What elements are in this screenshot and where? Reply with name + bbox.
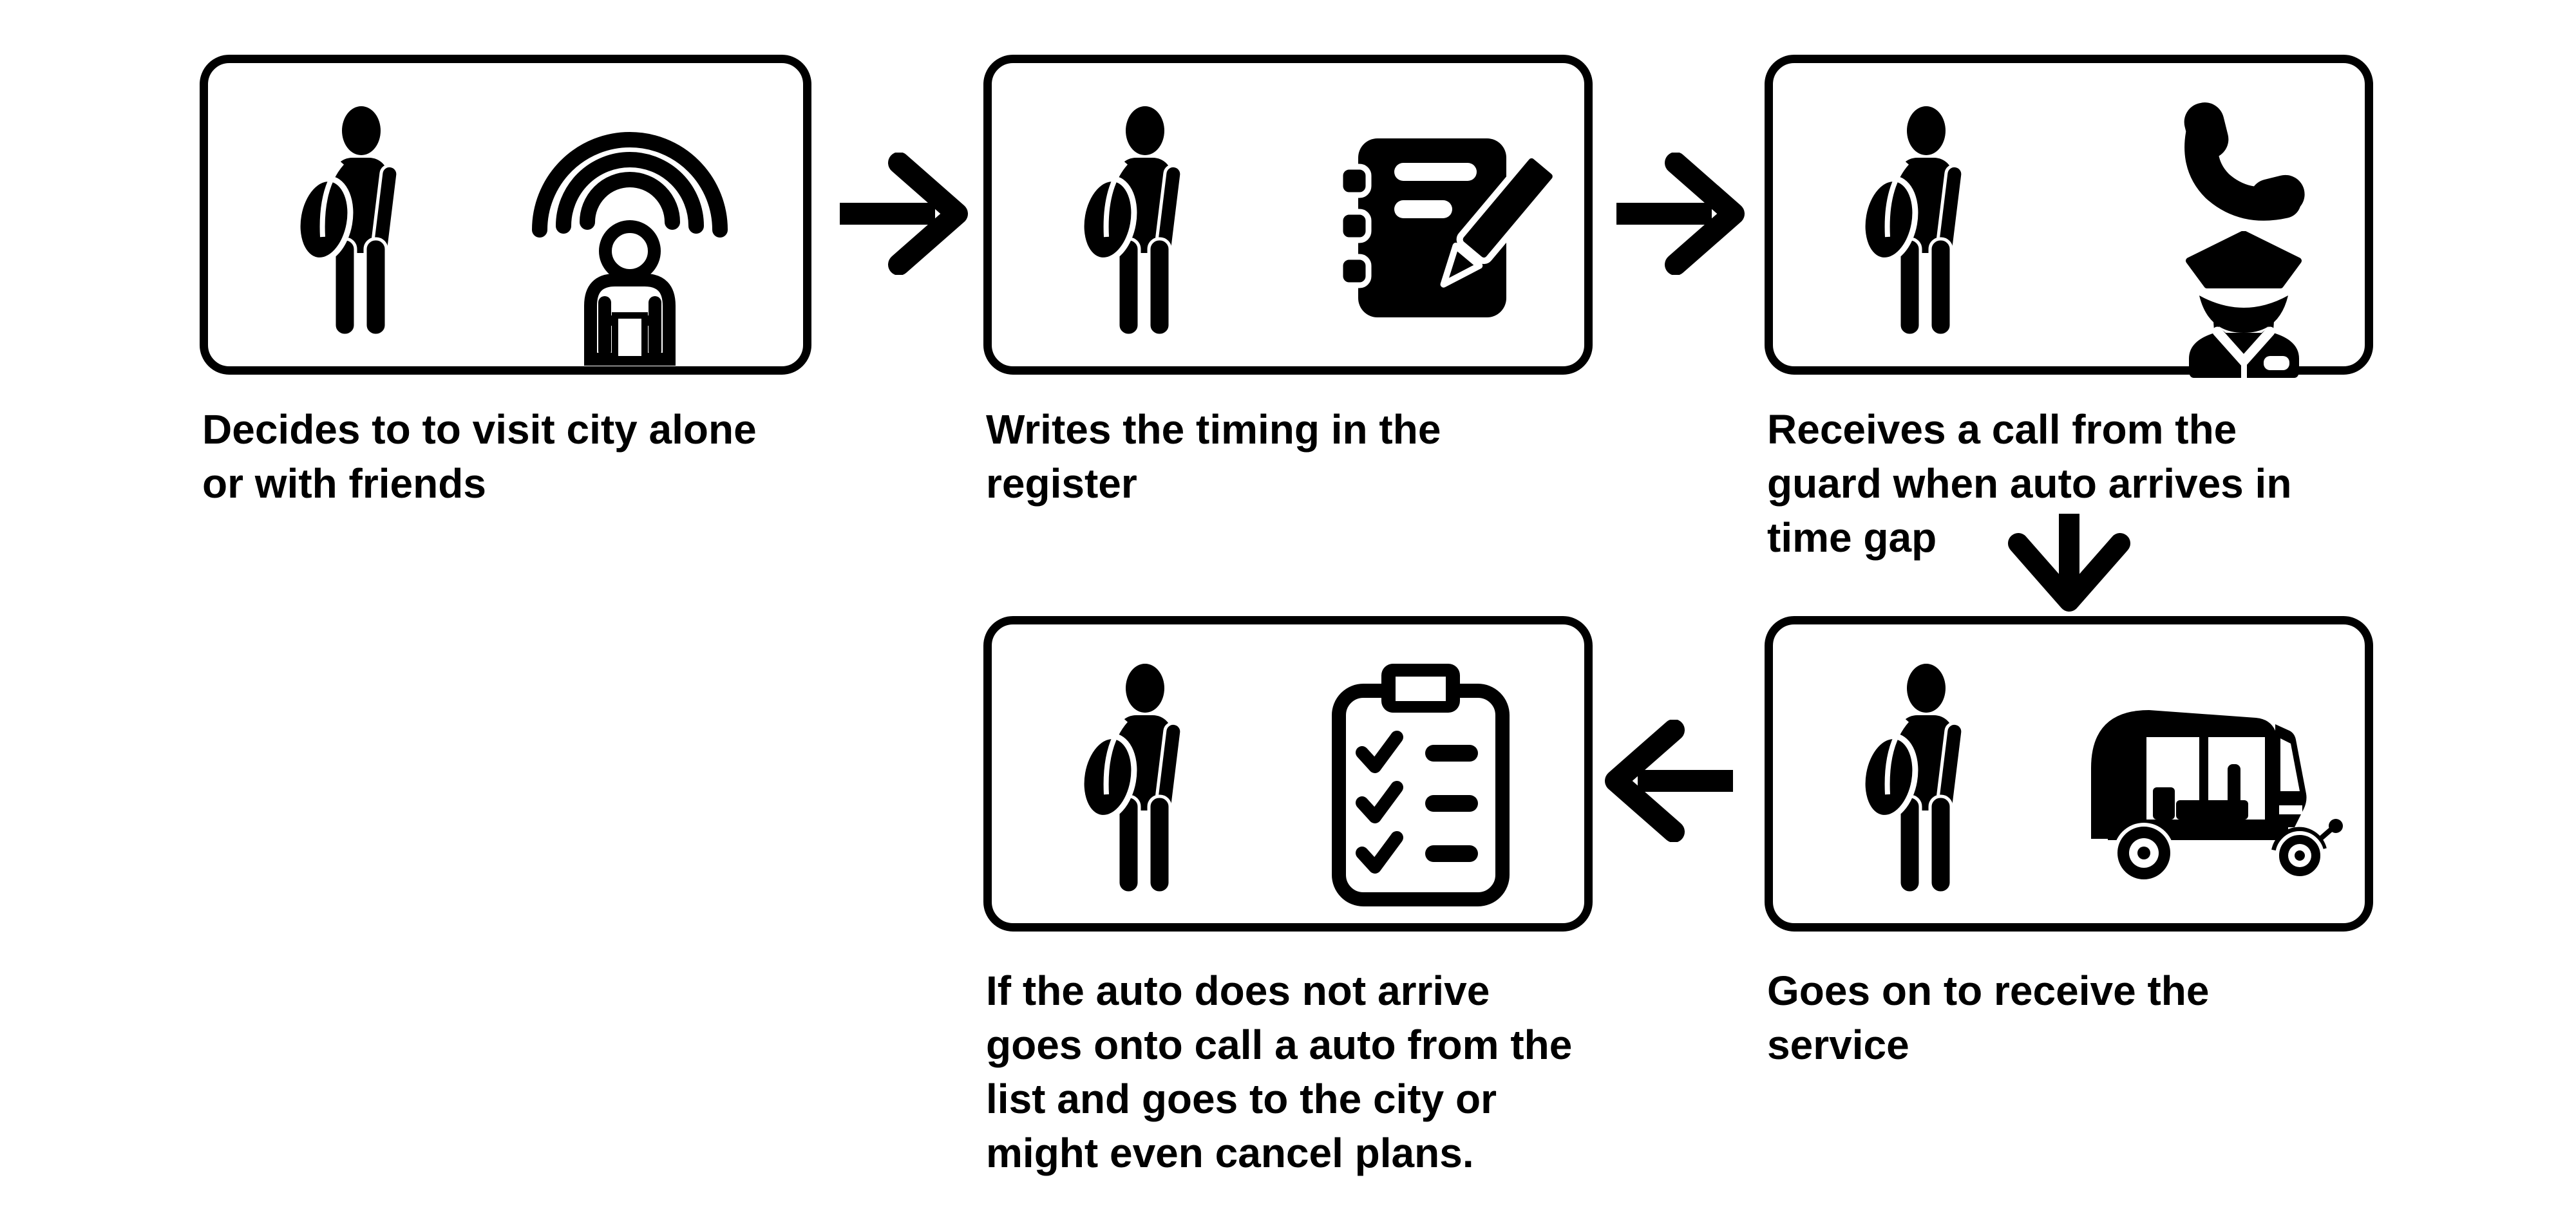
step-1-caption: Decides to to visit city alone or with f…: [202, 406, 757, 507]
arrow-right-icon: [832, 153, 977, 275]
step-3-box: [1765, 55, 2373, 375]
backpacker-icon: [1862, 105, 1987, 337]
step-3-caption: Receives a call from the guard when auto…: [1767, 406, 2292, 561]
checklist-icon: [1330, 659, 1511, 908]
register-pencil-icon: [1334, 135, 1553, 323]
step-1-box: [200, 55, 811, 375]
backpacker-icon: [1081, 662, 1206, 894]
backpacker-icon: [297, 105, 422, 337]
backpacker-icon: [1081, 105, 1206, 337]
step-5-caption: If the auto does not arrive goes onto ca…: [986, 968, 1573, 1176]
step-4-caption: Goes on to receive the service: [1767, 968, 2210, 1068]
arrow-down-icon: [2008, 509, 2130, 613]
auto-rickshaw-icon: [2081, 689, 2346, 890]
step-2-box: [983, 55, 1593, 375]
step-5-box: [983, 616, 1593, 932]
backpacker-icon: [1862, 662, 1987, 894]
arrow-left-icon: [1596, 720, 1741, 842]
phone-icon: [2177, 100, 2306, 223]
step-2-caption: Writes the timing in the register: [986, 406, 1441, 507]
broadcast-person-icon: [524, 93, 736, 367]
arrow-right-icon: [1609, 153, 1754, 275]
guard-icon: [2181, 231, 2307, 378]
step-4-box: [1765, 616, 2373, 932]
